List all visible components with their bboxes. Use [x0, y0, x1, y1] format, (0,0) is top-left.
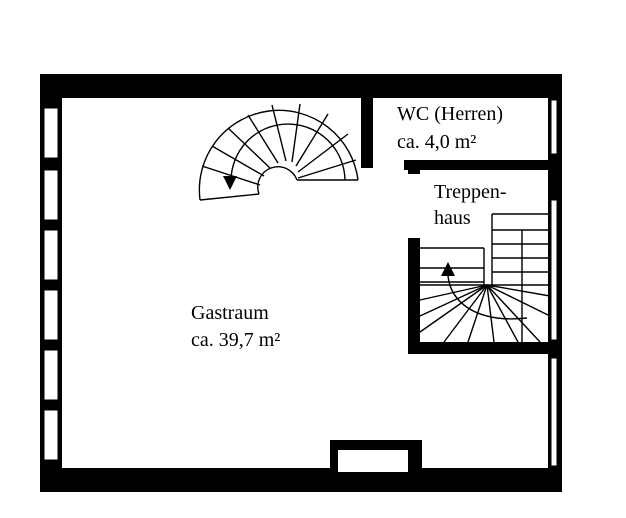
room-area-wc: ca. 4,0 m² — [397, 131, 476, 153]
wall-top — [40, 74, 562, 98]
stair-winder — [419, 284, 488, 317]
stair-winder — [486, 284, 551, 297]
window — [43, 229, 59, 281]
window — [550, 357, 558, 467]
wall-bottom — [40, 468, 562, 492]
bottom-niche — [330, 440, 422, 472]
spiral-tread — [291, 103, 301, 163]
stair-arrow-head — [441, 262, 455, 276]
spiral-tread — [295, 113, 329, 167]
spiral-tread — [199, 193, 260, 201]
room-area-gastraum: ca. 39,7 m² — [191, 329, 280, 351]
wc-wall-vertical — [361, 96, 373, 168]
stair-wall-bottom — [408, 342, 550, 354]
interior-walls — [361, 96, 550, 354]
room-name-treppenhaus-1: Treppen- — [434, 181, 507, 203]
spiral-tread — [271, 104, 287, 162]
spiral-tread — [297, 133, 349, 173]
stair-winder — [443, 284, 488, 343]
stair-walk-line — [447, 275, 528, 320]
spiral-staircase — [198, 103, 359, 201]
stair-winder — [486, 284, 495, 343]
window — [43, 169, 59, 221]
window — [43, 289, 59, 341]
spiral-tread — [227, 127, 271, 169]
stair-winder — [486, 284, 519, 343]
stair-core — [419, 213, 551, 343]
window — [550, 99, 558, 155]
spiral-inner-arc — [257, 166, 298, 195]
room-labels: Gastraum ca. 39,7 m² WC (Herren) ca. 4,0… — [191, 103, 507, 351]
wc-wall-bottom — [404, 160, 550, 170]
room-name-wc: WC (Herren) — [397, 103, 503, 125]
stair-winder — [419, 284, 488, 333]
spiral-walk-line — [230, 123, 346, 183]
spiral-tread — [211, 145, 265, 177]
window — [43, 349, 59, 401]
wc-door-stub — [408, 166, 420, 174]
spiral-tread — [297, 159, 357, 179]
spiral-tread — [247, 114, 279, 164]
window — [550, 199, 558, 341]
windows-right — [550, 99, 558, 467]
stair-wall-left — [408, 238, 420, 354]
stair-winder — [486, 284, 551, 317]
room-name-treppenhaus-2: haus — [434, 207, 471, 229]
windows-left — [43, 107, 59, 461]
spiral-arrow-head — [223, 176, 237, 190]
niche-opening — [338, 450, 408, 472]
window — [43, 107, 59, 159]
window — [43, 409, 59, 461]
stair-winder — [486, 284, 541, 343]
spiral-outer-arc — [198, 109, 359, 201]
room-name-gastraum: Gastraum — [191, 302, 269, 324]
